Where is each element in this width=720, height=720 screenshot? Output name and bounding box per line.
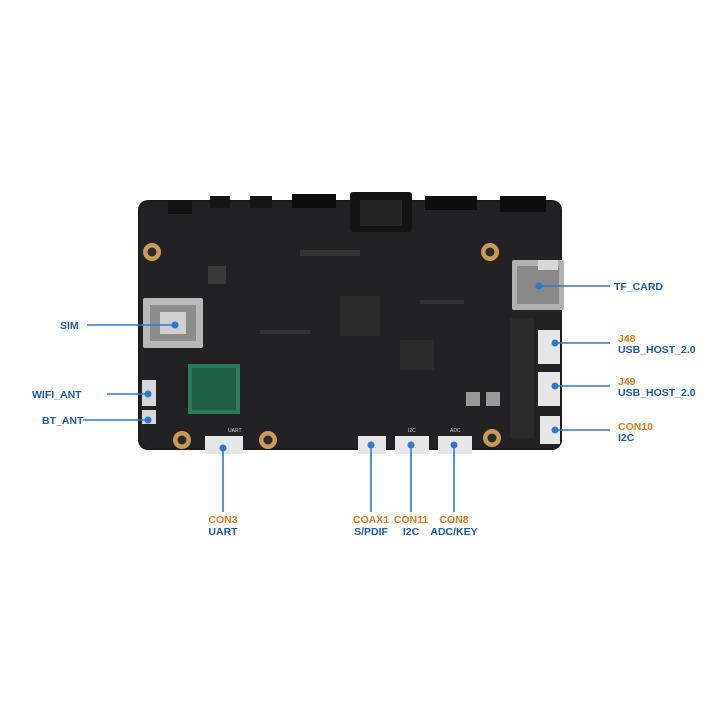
wifi-bt-module <box>188 364 240 414</box>
tf-card-slot <box>512 260 564 310</box>
mounting-holes <box>143 243 501 449</box>
ic-components <box>208 250 500 406</box>
label-sim: SIM <box>60 320 79 332</box>
label-j49-desc: USB_HOST_2.0 <box>618 387 696 399</box>
silkscreen-adc: ADC <box>450 428 461 434</box>
top-edge-connectors <box>168 192 546 232</box>
leader-lines <box>83 282 610 512</box>
label-con11-name: CON11 <box>393 514 429 526</box>
silkscreen-i2c: I2C <box>408 428 416 434</box>
label-coax1-name: COAX1 <box>352 514 390 526</box>
label-wifi-ant: WIFI_ANT <box>32 389 82 401</box>
label-bt-ant: BT_ANT <box>42 415 84 427</box>
right-edge-connectors <box>510 318 560 444</box>
silkscreen-uart: UART <box>228 428 242 434</box>
label-j49-name: J49 <box>618 376 636 388</box>
antenna-connectors <box>142 380 156 424</box>
label-coax1-desc: S/PDIF <box>354 526 388 538</box>
label-tf-card: TF_CARD <box>614 281 663 293</box>
label-con10-desc: I2C <box>618 432 635 444</box>
sim-slot <box>143 298 203 348</box>
label-con3-name: CON3 <box>208 514 238 526</box>
label-con8-name: CON8 <box>439 514 469 526</box>
label-j48-desc: USB_HOST_2.0 <box>618 344 696 356</box>
label-con8-desc: ADC/KEY <box>430 526 478 538</box>
label-con10-name: CON10 <box>618 421 654 433</box>
label-con11-desc: I2C <box>402 526 420 538</box>
label-j48-name: J48 <box>618 333 636 345</box>
label-con3-desc: UART <box>208 526 238 538</box>
